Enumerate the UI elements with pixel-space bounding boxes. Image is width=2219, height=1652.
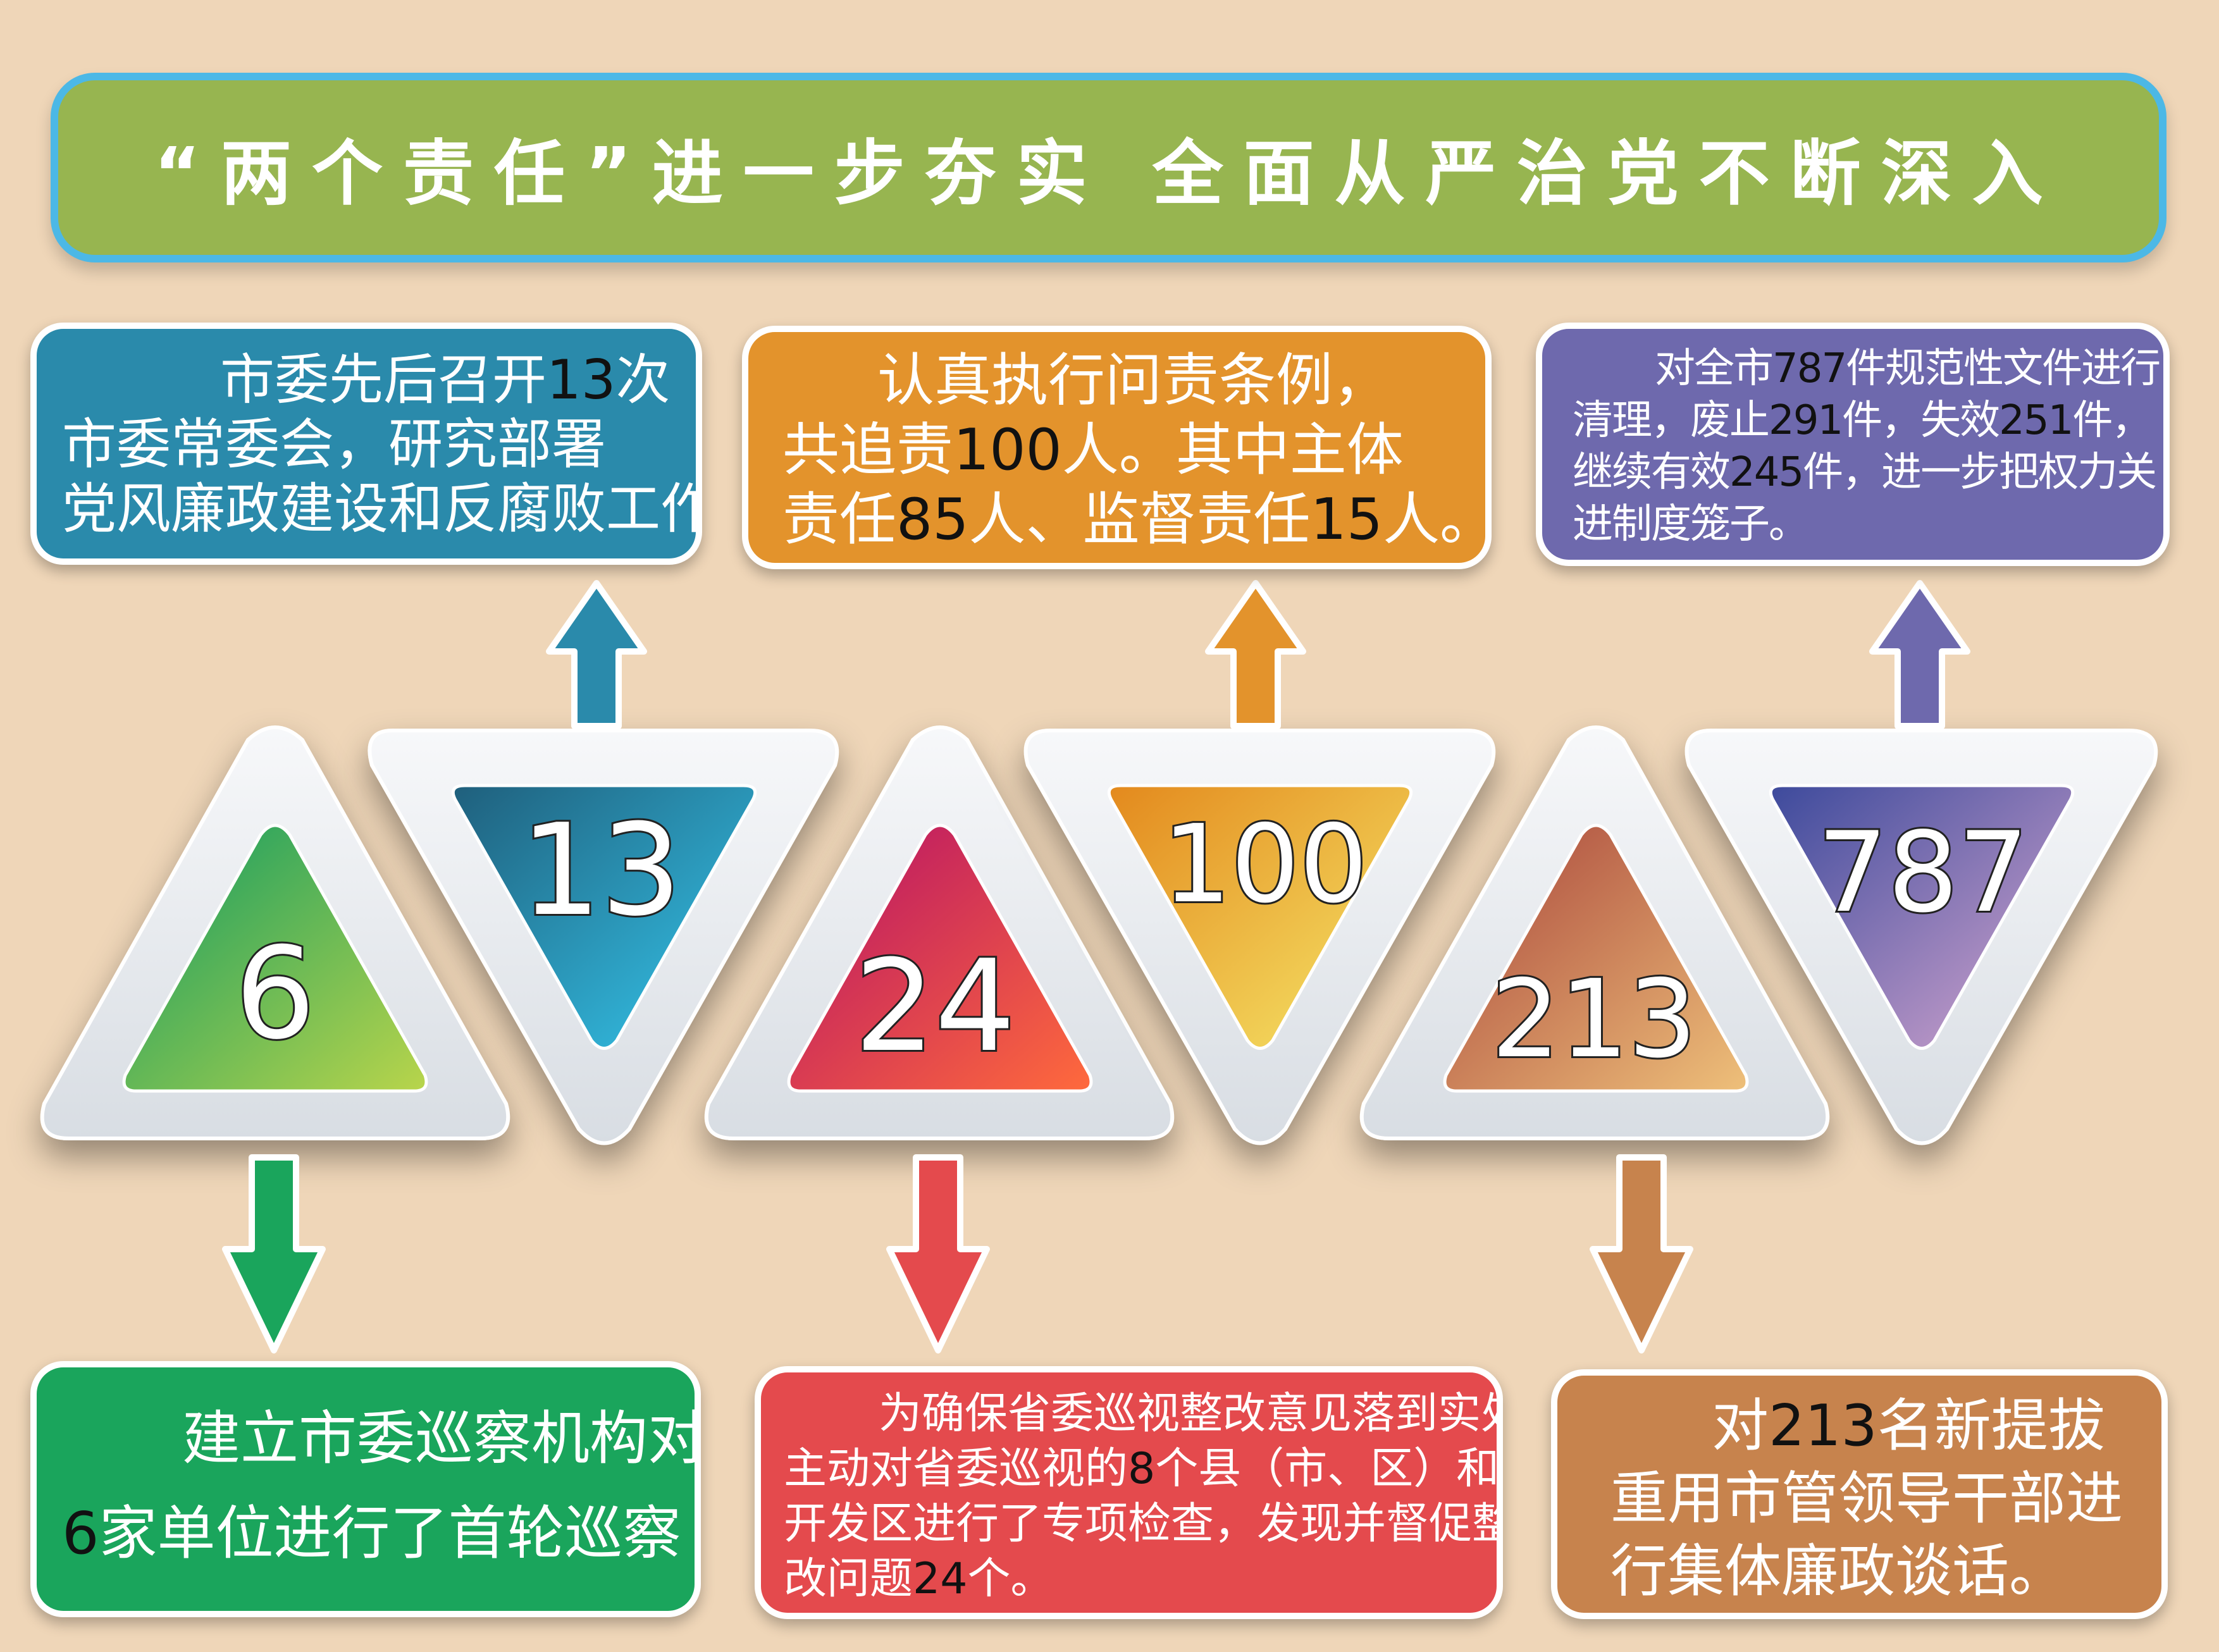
triangle-100: [1107, 784, 1413, 1050]
triangle-13: [451, 784, 757, 1050]
panel-100-line-2: 共追责100人。其中主体: [782, 416, 1470, 485]
text-segment: 人。: [1383, 486, 1492, 553]
text-segment: 继续有效: [1573, 449, 1731, 496]
triangle-6-number: 6: [235, 920, 315, 1068]
highlight-number: 8: [1128, 1444, 1156, 1494]
highlight-number: 251: [1999, 397, 2074, 444]
arrow-down-6: [222, 1154, 326, 1353]
arrow-up-787: [1869, 580, 1970, 729]
panel-100-line-1: 认真执行问责条例，: [877, 347, 1390, 414]
panel-213-line-3: 行集体廉政谈话。: [1610, 1538, 2066, 1605]
text-segment: 家单位进行了首轮巡察: [99, 1500, 681, 1567]
text-segment: 件规范性文件进行: [1846, 345, 2161, 392]
highlight-number: 100: [953, 417, 1062, 483]
text-segment: 市委先后召开: [220, 348, 547, 412]
triangle-13-number: 13: [521, 797, 682, 944]
panel-213-line-2: 重用市管领导干部进: [1610, 1465, 2123, 1532]
text-segment: 个县（市、区）和: [1155, 1444, 1500, 1494]
panel-6: 建立市委巡察机构对 6家单位进行了首轮巡察: [30, 1361, 701, 1617]
text-segment: 主动对省委巡视的: [784, 1444, 1128, 1494]
text-segment: 清理，废止: [1573, 397, 1770, 444]
highlight-number: 15: [1310, 486, 1383, 553]
text-segment: 名新提拔: [1877, 1393, 2105, 1459]
highlight-number: 213: [1769, 1393, 1877, 1459]
panel-24-line-3: 开发区进行了专项检查，发现并督促整: [784, 1499, 1503, 1549]
highlight-number: 6: [62, 1500, 99, 1567]
page-title: “两个责任”进一步夯实 全面从严治党不断深入: [154, 133, 2063, 215]
highlight-number: 13: [547, 348, 616, 412]
triangle-24-number: 24: [855, 933, 1016, 1080]
text-segment: 人、监督责任: [968, 486, 1311, 553]
triangle-787-number: 787: [1817, 809, 2029, 937]
arrow-up-13: [546, 580, 647, 729]
triangle-6: [122, 823, 428, 1093]
triangle-24: [787, 823, 1093, 1093]
panel-100-line-3: 责任85人、监督责任15人。: [782, 485, 1485, 555]
text-segment: 对: [1712, 1393, 1769, 1459]
title-banner: “两个责任”进一步夯实 全面从严治党不断深入: [51, 73, 2166, 262]
panel-787-line-4: 进制度笼子。: [1573, 501, 1809, 548]
panel-213: 对213名新提拔 重用市管领导干部进 行集体廉政谈话。: [1551, 1369, 2168, 1619]
panel-24-line-2: 主动对省委巡视的8个县（市、区）和: [784, 1441, 1497, 1496]
arrow-down-24: [886, 1154, 990, 1353]
panel-100: 认真执行问责条例， 共追责100人。其中主体 责任85人、监督责任15人。: [742, 326, 1492, 569]
highlight-number: 85: [896, 486, 969, 553]
highlight-number: 787: [1772, 345, 1847, 392]
text-segment: 责任: [782, 486, 896, 553]
panel-213-line-1: 对213名新提拔: [1610, 1390, 2149, 1462]
triangle-213-number: 213: [1492, 957, 1697, 1082]
panel-13-line-3: 党风廉政建设和反腐败工作。: [62, 478, 702, 541]
panel-24-line-4: 改问题24个。: [784, 1551, 1484, 1606]
text-segment: 对全市: [1655, 345, 1774, 392]
triangle-213: [1443, 823, 1749, 1093]
panel-787-line-1: 对全市787件规范性文件进行: [1573, 343, 2161, 395]
highlight-number: 24: [913, 1554, 968, 1604]
text-segment: 件，: [2072, 397, 2152, 444]
panel-13-line-2: 市委常委会，研究部署: [62, 413, 606, 476]
triangle-787: [1769, 784, 2075, 1050]
panel-24-line-1: 为确保省委巡视整改意见落到实处，: [879, 1389, 1503, 1439]
highlight-number: 245: [1729, 449, 1804, 496]
triangle-100-number: 100: [1163, 802, 1368, 927]
panel-13-line-1: 市委先后召开13次: [62, 348, 676, 412]
panel-13: 市委先后召开13次 市委常委会，研究部署 党风廉政建设和反腐败工作。: [30, 323, 702, 565]
text-segment: 改问题: [784, 1554, 913, 1604]
text-segment: 个。: [967, 1554, 1054, 1604]
text-segment: 件，失效: [1842, 397, 2000, 444]
text-segment: 次: [615, 348, 671, 412]
text-segment: 共追责: [782, 417, 953, 483]
panel-787-line-3: 继续有效245件，进一步把权力关: [1573, 447, 2157, 498]
panel-24: 为确保省委巡视整改意见落到实处， 主动对省委巡视的8个县（市、区）和 开发区进行…: [755, 1366, 1503, 1619]
highlight-number: 291: [1769, 397, 1843, 444]
text-segment: 件，进一步把权力关: [1803, 449, 2157, 496]
panel-787: 对全市787件规范性文件进行 清理，废止291件，失效251件， 继续有效245…: [1536, 323, 2170, 566]
panel-6-line-2: 6家单位进行了首轮巡察: [62, 1486, 682, 1581]
text-segment: 人。其中主体: [1061, 417, 1404, 483]
arrow-up-100: [1205, 580, 1306, 729]
panel-787-line-2: 清理，废止291件，失效251件，: [1573, 395, 2152, 447]
arrow-down-213: [1590, 1154, 1693, 1353]
panel-6-line-1: 建立市委巡察机构对: [182, 1405, 701, 1472]
